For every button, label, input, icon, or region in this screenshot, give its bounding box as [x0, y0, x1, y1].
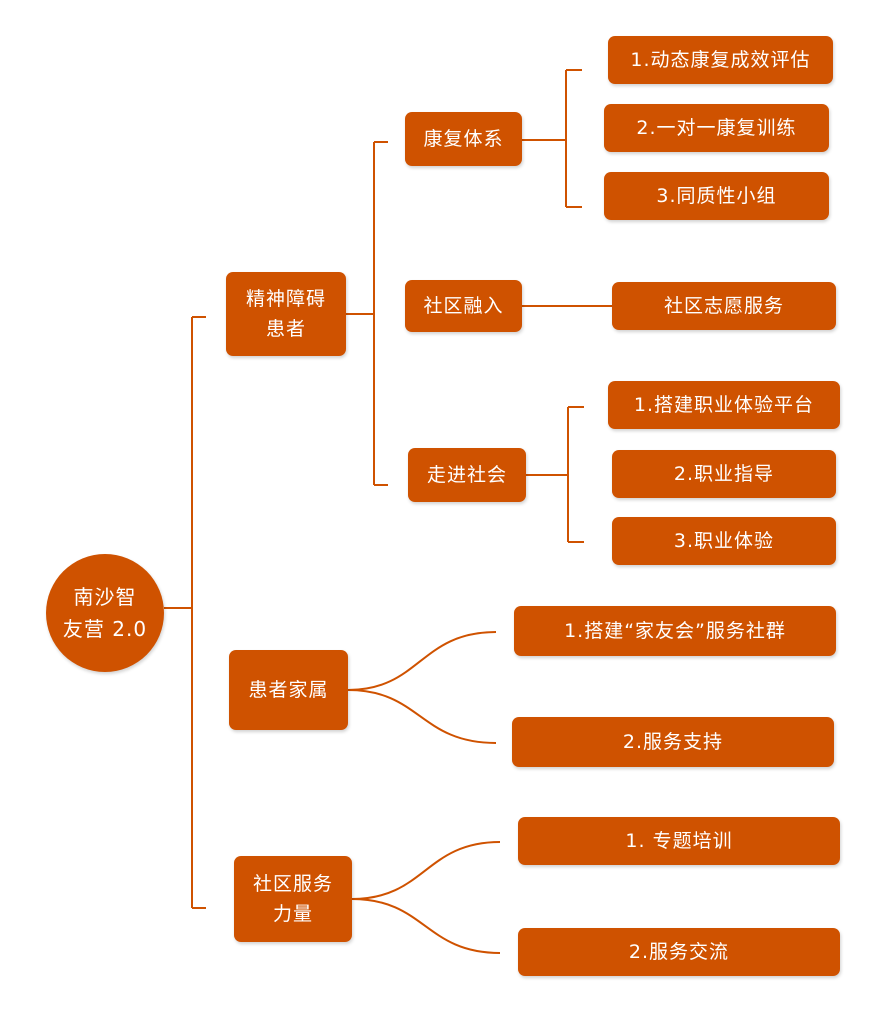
leaf-label: 3.同质性小组 [656, 185, 777, 207]
leaf-label: 2.一对一康复训练 [636, 117, 797, 139]
branch-community-service-force: 社区服务 力量 [234, 856, 352, 942]
connector-family-items [347, 631, 497, 744]
node-into-society: 走进社会 [408, 448, 526, 502]
root-node: 南沙智 友营 2.0 [46, 554, 164, 672]
node-rehab-system: 康复体系 [405, 112, 522, 166]
leaf-label: 1.搭建“家友会”服务社群 [564, 620, 786, 642]
branch-patient-families: 患者家属 [229, 650, 348, 730]
connector-root-branches [164, 316, 206, 909]
leaf-one-on-one-training: 2.一对一康复训练 [604, 104, 829, 152]
leaf-service-exchange: 2.服务交流 [518, 928, 840, 976]
branch-label-line2: 患者 [265, 318, 306, 340]
connector-society-items [526, 406, 584, 543]
leaf-label: 3.职业体验 [673, 530, 775, 552]
branch-label-line1: 社区服务 [252, 873, 333, 895]
node-label: 走进社会 [426, 464, 507, 486]
leaf-label: 2.服务支持 [622, 731, 724, 753]
branch-label-line2: 力量 [272, 903, 313, 925]
leaf-label: 1.搭建职业体验平台 [633, 394, 815, 416]
branch-mental-disability-patients: 精神障碍 患者 [226, 272, 346, 356]
connector-branch1-children [346, 141, 388, 486]
node-label: 康复体系 [423, 128, 504, 150]
leaf-homogeneous-group: 3.同质性小组 [604, 172, 829, 220]
branch-label-line1: 精神障碍 [245, 288, 326, 310]
leaf-rehab-assessment: 1.动态康复成效评估 [608, 36, 833, 84]
leaf-career-experience: 3.职业体验 [612, 517, 836, 565]
leaf-career-platform: 1.搭建职业体验平台 [608, 381, 840, 429]
node-label: 社区融入 [423, 295, 504, 317]
leaf-label: 2.服务交流 [628, 941, 730, 963]
connector-community-items [351, 841, 501, 954]
branch-label: 患者家属 [248, 679, 329, 701]
leaf-label: 2.职业指导 [673, 463, 775, 485]
leaf-label: 社区志愿服务 [663, 295, 784, 317]
leaf-career-guidance: 2.职业指导 [612, 450, 836, 498]
leaf-community-volunteer: 社区志愿服务 [612, 282, 836, 330]
leaf-service-support: 2.服务支持 [512, 717, 834, 767]
connector-rehab-items [522, 69, 582, 208]
root-label-line1: 南沙智 [73, 585, 137, 609]
leaf-label: 1. 专题培训 [625, 830, 733, 852]
node-community-integration: 社区融入 [405, 280, 522, 332]
root-label-line2: 友营 2.0 [62, 617, 148, 641]
leaf-label: 1.动态康复成效评估 [630, 49, 811, 71]
leaf-topic-training: 1. 专题培训 [518, 817, 840, 865]
leaf-family-club: 1.搭建“家友会”服务社群 [514, 606, 836, 656]
